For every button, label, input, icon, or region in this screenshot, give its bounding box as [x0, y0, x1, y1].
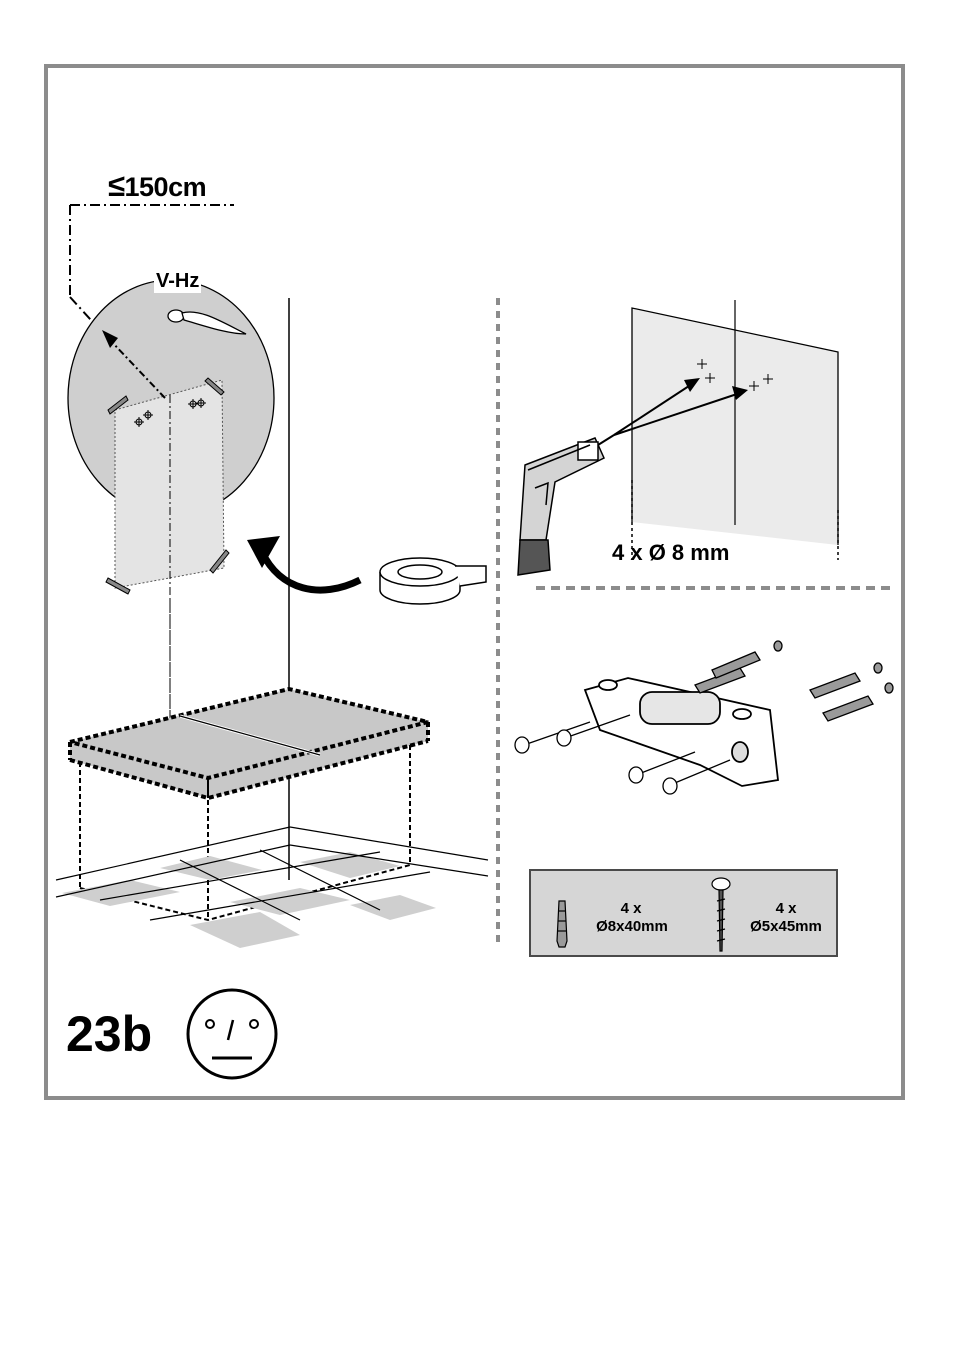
screw-icon — [712, 878, 730, 951]
parts-legend: 4 x Ø8x40mm 4 x Ø5x45mm — [529, 869, 838, 957]
power-rating-label: V-Hz — [154, 270, 201, 293]
step-number: 23b — [66, 1005, 152, 1063]
wall-plug-icon — [557, 901, 567, 947]
screw-size: Ø5x45mm — [741, 918, 831, 935]
drill-size-label: 4 x Ø 8 mm — [612, 540, 729, 566]
mounting-bracket — [585, 678, 778, 786]
wall-panel — [632, 300, 838, 560]
drill-icon — [518, 435, 614, 575]
tape-roll-icon — [380, 558, 486, 604]
plug-size: Ø8x40mm — [587, 918, 677, 935]
curved-arrow — [262, 552, 360, 590]
neutral-face-icon — [188, 990, 276, 1078]
screw-quantity: 4 x — [771, 900, 801, 917]
max-distance-label: ≤150cm — [108, 168, 206, 204]
magnified-detail — [68, 280, 274, 720]
plug-quantity: 4 x — [616, 900, 646, 917]
